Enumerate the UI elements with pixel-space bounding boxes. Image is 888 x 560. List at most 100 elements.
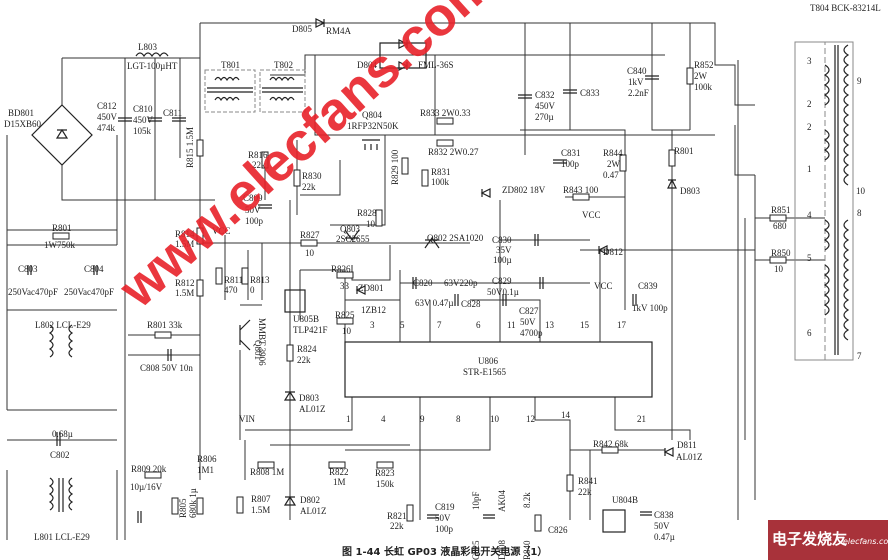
label-c802: C802 xyxy=(50,450,70,460)
logo-main-text: 电子发烧友 xyxy=(772,530,847,548)
label-r822: R822 xyxy=(329,467,349,477)
label-r813-value: 0 xyxy=(250,285,255,295)
label-r809: R809 20k xyxy=(131,464,167,474)
label-r801-b: R801 xyxy=(674,146,694,156)
pin-1: 1 xyxy=(807,164,812,174)
label-r824-value: 22k xyxy=(297,355,311,365)
label-u805b: U805B xyxy=(293,314,319,324)
label-r831: R831 xyxy=(431,167,451,177)
label-d812: D812 xyxy=(603,247,623,257)
label-r841-value: 22k xyxy=(578,487,592,497)
label-d808-value: AK04 xyxy=(497,490,507,512)
label-r830: R830 xyxy=(302,171,322,181)
ic-pin-11: 11 xyxy=(507,320,516,330)
label-c830: C830 xyxy=(492,235,512,245)
label-r829: R829 100 xyxy=(390,149,400,185)
ic-pin-4: 4 xyxy=(381,414,386,424)
label-r821: R821 xyxy=(387,511,407,521)
label-u806: U806 xyxy=(478,356,498,366)
label-q803: Q803 xyxy=(340,224,360,234)
label-c838-v: 50V xyxy=(654,521,670,531)
label-u805b-value: TLP421F xyxy=(293,325,328,335)
label-r843: R843 100 xyxy=(563,185,599,195)
ic-pin-21: 21 xyxy=(637,414,646,424)
label-fml36s: FML-36S xyxy=(418,60,454,70)
label-d811: D811 xyxy=(677,440,697,450)
label-c809: C809 xyxy=(243,193,263,203)
label-c832-v: 450V xyxy=(535,101,556,111)
label-c829-value: 50V0.1µ xyxy=(487,287,519,297)
label-c827: C827 xyxy=(519,306,539,316)
pin-6: 6 xyxy=(807,328,812,338)
label-r828-value: 10 xyxy=(366,219,376,229)
label-d808: D808 xyxy=(497,540,507,560)
label-r844: R844 xyxy=(603,148,623,158)
ic-pin-8: 8 xyxy=(456,414,461,424)
label-c820: C820 xyxy=(413,278,433,288)
label-c832-c: 270µ xyxy=(535,112,554,122)
label-r825-value: 10 xyxy=(342,326,352,336)
label-r806: R806 xyxy=(197,454,217,464)
label-c825-value: 10pF xyxy=(471,491,481,510)
label-vcc-3: VCC xyxy=(594,281,613,291)
label-t802: T802 xyxy=(274,60,293,70)
label-r840: R840 xyxy=(522,540,532,560)
label-c831: C831 xyxy=(561,148,581,158)
ic-pin-3: 3 xyxy=(370,320,375,330)
figure-caption: 图 1-44 长虹 GP03 液晶彩电开关电源（1） xyxy=(342,545,547,558)
label-c803-value: 250Vac470pF xyxy=(8,287,58,297)
label-r808: R808 1M xyxy=(250,467,284,477)
label-r816: R816 xyxy=(248,150,268,160)
label-c831-value: 100p xyxy=(561,159,580,169)
label-c839: C839 xyxy=(638,281,658,291)
label-c839-value: 1kV 100p xyxy=(632,303,668,313)
label-r850: R850 xyxy=(771,248,791,258)
label-d803: D803 xyxy=(299,393,319,403)
label-c819: C819 xyxy=(435,502,455,512)
transistors xyxy=(239,139,626,533)
capacitors xyxy=(27,75,659,523)
label-c10u: 10µ/16V xyxy=(130,482,163,492)
label-r840-value: 8.2k xyxy=(522,492,532,508)
label-r801: R801 xyxy=(52,223,72,233)
label-r832: R832 2W0.27 xyxy=(428,147,479,157)
label-c840-c: 2.2nF xyxy=(628,88,649,98)
label-q803-value: 2SC2655 xyxy=(336,234,370,244)
label-l803-value: LGT-100µHT xyxy=(127,61,178,71)
label-r822-value: 1M xyxy=(333,477,346,487)
pin-3: 3 xyxy=(807,56,812,66)
ic-pin-15: 15 xyxy=(580,320,590,330)
label-c812: C812 xyxy=(97,101,117,111)
label-d803-value: AL01Z xyxy=(299,404,326,414)
label-vcc-2: VCC xyxy=(582,210,601,220)
label-d803-b: D803 xyxy=(680,186,700,196)
ic-pin-13: 13 xyxy=(545,320,555,330)
pin-7: 7 xyxy=(857,351,862,361)
pin-10: 10 xyxy=(856,186,866,196)
ic-u806 xyxy=(344,341,653,398)
ic-pin-14: 14 xyxy=(561,410,571,420)
label-rm4a: RM4A xyxy=(326,26,352,36)
label-r806-value: 1M1 xyxy=(197,465,214,475)
label-r824: R824 xyxy=(297,344,317,354)
label-r807-value: 1.5M xyxy=(251,505,270,515)
pin-5: 5 xyxy=(807,253,812,263)
label-c825: C825 xyxy=(471,540,481,560)
label-r851-value: 680 xyxy=(773,221,787,231)
label-d811-value: AL01Z xyxy=(676,452,703,462)
label-bd801-value: D15XB60 xyxy=(4,119,42,129)
label-c809-c: 100p xyxy=(245,216,264,226)
label-r801-value: 1W750k xyxy=(44,240,75,250)
label-c828-value: 63V 0.47µ xyxy=(415,298,454,308)
pin-4: 4 xyxy=(807,210,812,220)
transformer-t804 xyxy=(794,41,854,361)
label-r823-value: 150k xyxy=(376,479,395,489)
label-r805-value: 680k 1µ xyxy=(188,488,198,518)
label-r826: R826 xyxy=(331,264,351,274)
label-r826-value: 33 xyxy=(340,281,350,291)
label-c832: C832 xyxy=(535,90,555,100)
label-r851: R851 xyxy=(771,205,791,215)
title-label: T804 BCK-83214L xyxy=(810,3,881,13)
label-d802-value: AL01Z xyxy=(300,506,327,516)
label-c826: C826 xyxy=(548,525,568,535)
